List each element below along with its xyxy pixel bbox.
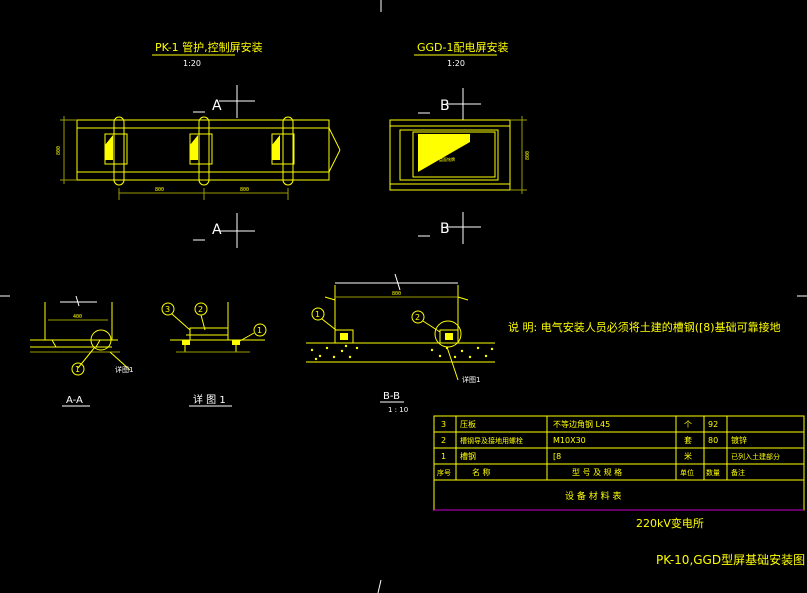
section-bb-view: 800 1 2 详图1 B-B 1 : 10 <box>306 273 495 414</box>
section-a-marker-bottom: A <box>193 213 255 248</box>
plate-note: 盘面铭牌 <box>439 156 455 162</box>
table-row: 2 槽钢导及接地用螺栓 M10X30 套 80 镀锌 <box>441 435 747 445</box>
svg-text:800: 800 <box>56 146 62 155</box>
material-table: 3 压板 不等边角钢 L45 个 92 2 槽钢导及接地用螺栓 M10X30 套… <box>433 415 805 511</box>
view2-scale: 1:20 <box>447 59 465 68</box>
svg-text:800: 800 <box>240 187 249 193</box>
section-aa-view: 400 1 详图1 A-A <box>30 295 133 407</box>
svg-text:不等边角钢 L45: 不等边角钢 L45 <box>553 419 610 429</box>
svg-text:2: 2 <box>441 436 446 445</box>
svg-text:个: 个 <box>684 420 692 429</box>
view1-title: PK-1 管护,控制屏安装 <box>155 40 263 54</box>
view2-title: GGD-1配电屏安装 <box>417 40 509 54</box>
installation-note: 说 明: 电气安装人员必须将土建的槽钢([8)基础可靠接地 <box>508 320 781 334</box>
section-b-label-bottom: B <box>440 221 450 237</box>
svg-text:已列入土建部分: 已列入土建部分 <box>731 452 780 461</box>
ggd1-plan-view: GGD-1配电屏安装 1:20 B 盘面铭牌 800 B <box>389 40 531 244</box>
table-caption: 设 备 材 料 表 <box>565 490 621 502</box>
table-header: 序号 名 称 型 号 及 规 格 单位 数量 备注 <box>437 467 745 477</box>
section-b-marker-top: B <box>418 88 481 120</box>
svg-text:80: 80 <box>708 436 718 445</box>
svg-text:压板: 压板 <box>460 419 476 429</box>
svg-text:M10X30: M10X30 <box>553 436 586 445</box>
drawing-title: PK-10,GGD型屏基础安装图 <box>656 552 805 567</box>
detail-1-view: 3 2 1 详 图 1 <box>161 302 267 407</box>
detail-callout-1: 1 <box>257 326 262 335</box>
svg-text:400: 400 <box>73 314 82 320</box>
detail-ref-aa: 详图1 <box>115 365 133 374</box>
bb-callout-2: 2 <box>415 313 420 322</box>
svg-text:槽钢: 槽钢 <box>460 451 476 461</box>
pk1-plan-view: PK-1 管护,控制屏安装 1:20 A 800 <box>56 40 341 248</box>
svg-text:型 号 及 规 格: 型 号 及 规 格 <box>572 467 622 477</box>
svg-text:米: 米 <box>684 451 692 461</box>
aa-callout-1: 1 <box>75 365 80 374</box>
section-bb-scale: 1 : 10 <box>388 406 408 414</box>
detail-callout-3: 3 <box>165 305 170 314</box>
svg-text:槽钢导及接地用螺栓: 槽钢导及接地用螺栓 <box>460 436 523 445</box>
view1-scale: 1:20 <box>183 59 201 68</box>
section-bb-label: B-B <box>383 391 400 402</box>
section-b-label-top: B <box>440 98 450 114</box>
svg-text:名 称: 名 称 <box>472 467 491 477</box>
svg-text:镀锌: 镀锌 <box>731 435 747 445</box>
bb-callout-1: 1 <box>315 310 320 319</box>
section-b-marker-bottom: B <box>418 212 481 244</box>
detail-1-label: 详 图 1 <box>193 393 226 406</box>
svg-text:800: 800 <box>155 187 164 193</box>
svg-text:单位: 单位 <box>680 468 694 477</box>
svg-text:3: 3 <box>441 420 446 429</box>
svg-text:数量: 数量 <box>706 468 720 477</box>
detail-ref-bb: 详图1 <box>462 375 480 384</box>
section-aa-label: A-A <box>66 395 83 406</box>
detail-callout-2: 2 <box>198 305 203 314</box>
station-name: 220kV变电所 <box>636 516 704 530</box>
section-a-marker-top: A <box>193 85 255 118</box>
svg-text:800: 800 <box>525 151 531 160</box>
section-a-label-bottom: A <box>212 222 222 238</box>
section-a-label-top: A <box>212 98 222 114</box>
svg-text:92: 92 <box>708 420 718 429</box>
table-row: 1 槽钢 [8 米 已列入土建部分 <box>441 451 780 461</box>
table-row: 3 压板 不等边角钢 L45 个 92 <box>441 419 718 429</box>
svg-text:备注: 备注 <box>731 468 745 477</box>
svg-text:1: 1 <box>441 452 446 461</box>
bb-dim: 800 <box>392 291 401 297</box>
svg-text:[8: [8 <box>553 452 561 461</box>
concrete-hatch <box>310 344 494 361</box>
svg-text:套: 套 <box>684 435 692 445</box>
svg-text:序号: 序号 <box>437 468 451 477</box>
panel-units <box>104 116 295 186</box>
